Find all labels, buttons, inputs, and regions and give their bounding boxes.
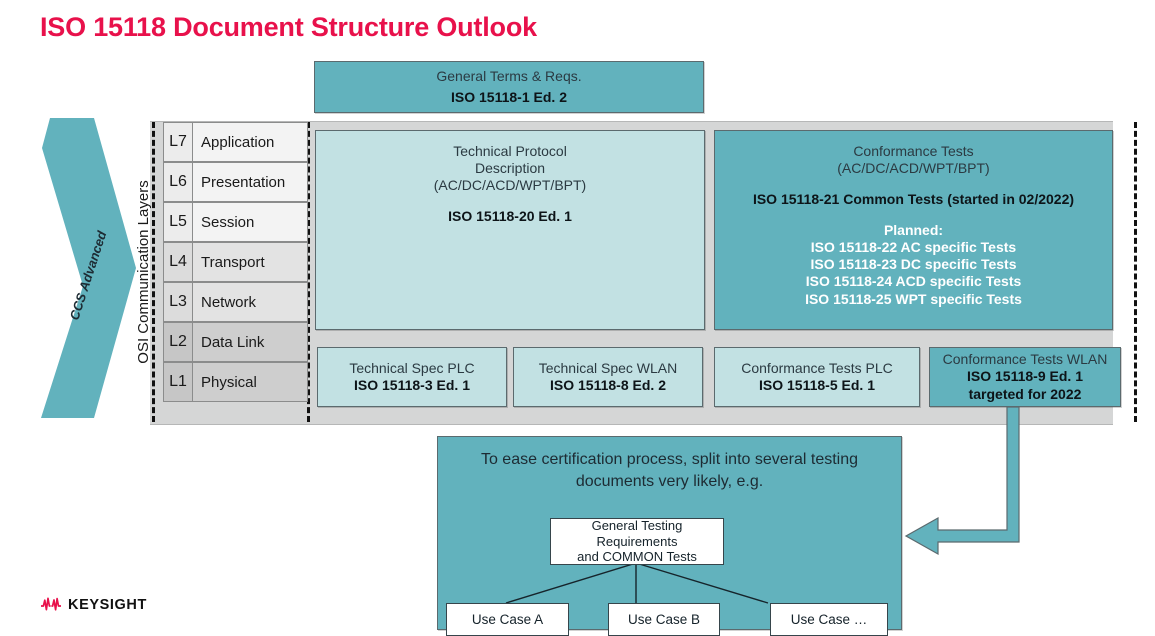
ccs-advanced-chevron: CCS Advanced bbox=[36, 118, 141, 418]
osi-layer-name: Physical bbox=[193, 362, 308, 402]
osi-layer-number: L6 bbox=[163, 162, 193, 202]
bottom-panel-headline-line1: To ease certification process, split int… bbox=[480, 451, 859, 468]
box-conformance-planned-label: Planned: bbox=[883, 222, 944, 239]
box-general-terms-line1: General Terms & Reqs. bbox=[436, 67, 582, 84]
box-conformance-tests: Conformance Tests (AC/DC/ACD/WPT/BPT) IS… bbox=[714, 130, 1113, 330]
box-technical-protocol-description: Technical Protocol Description (AC/DC/AC… bbox=[315, 130, 705, 330]
keysight-waveform-icon bbox=[41, 597, 61, 611]
osi-layer-name: Session bbox=[193, 202, 308, 242]
box-ctwlan-standard: ISO 15118-9 Ed. 1 bbox=[967, 368, 1083, 385]
bottom-certification-panel: To ease certification process, split int… bbox=[437, 436, 902, 636]
osi-layer-row-l1: L1 Physical bbox=[163, 362, 308, 402]
osi-layer-number: L3 bbox=[163, 282, 193, 322]
box-ctplc-line1: Conformance Tests PLC bbox=[741, 359, 893, 376]
box-general-testing-requirements: General Testing Requirements and COMMON … bbox=[550, 518, 724, 565]
box-conformance-line2: (AC/DC/ACD/WPT/BPT) bbox=[837, 160, 990, 177]
osi-layer-row-l7: L7 Application bbox=[163, 122, 308, 162]
box-conformance-planned-item: ISO 15118-22 AC specific Tests bbox=[810, 239, 1017, 256]
box-conformance-common-tests: ISO 15118-21 Common Tests (started in 02… bbox=[752, 191, 1075, 208]
box-use-case-a: Use Case A bbox=[446, 603, 569, 636]
box-tsplc-standard: ISO 15118-3 Ed. 1 bbox=[354, 377, 470, 393]
bottom-panel-headline-line2: documents very likely, e.g. bbox=[575, 472, 764, 490]
box-protocol-standard: ISO 15118-20 Ed. 1 bbox=[448, 208, 572, 225]
box-protocol-line2: Description bbox=[474, 160, 546, 177]
box-conformance-planned-item: ISO 15118-25 WPT specific Tests bbox=[805, 290, 1022, 307]
box-technical-spec-plc: Technical Spec PLC ISO 15118-3 Ed. 1 bbox=[317, 347, 507, 407]
dashed-divider-mid bbox=[307, 122, 310, 422]
osi-layer-row-l4: L4 Transport bbox=[163, 242, 308, 282]
box-tswlan-line1: Technical Spec WLAN bbox=[538, 359, 678, 376]
box-use-case-other: Use Case … bbox=[770, 603, 888, 636]
page-title: ISO 15118 Document Structure Outlook bbox=[40, 12, 537, 42]
osi-layer-name: Data Link bbox=[193, 322, 308, 362]
box-gtr-line1: General Testing Requirements bbox=[591, 518, 683, 549]
osi-layer-stack: L7 Application L6 Presentation L5 Sessio… bbox=[163, 122, 308, 402]
osi-layer-row-l2: L2 Data Link bbox=[163, 322, 308, 362]
box-technical-spec-wlan: Technical Spec WLAN ISO 15118-8 Ed. 2 bbox=[513, 347, 703, 407]
osi-layer-number: L2 bbox=[163, 322, 193, 362]
box-tswlan-standard: ISO 15118-8 Ed. 2 bbox=[550, 377, 666, 393]
osi-layer-number: L5 bbox=[163, 202, 193, 242]
box-tsplc-line1: Technical Spec PLC bbox=[349, 359, 475, 376]
box-ctwlan-line1: Conformance Tests WLAN bbox=[942, 351, 1108, 368]
bottom-panel-headline: To ease certification process, split int… bbox=[452, 449, 887, 492]
osi-layer-name: Application bbox=[193, 122, 308, 162]
box-protocol-line1: Technical Protocol bbox=[453, 143, 567, 159]
osi-layer-name: Transport bbox=[193, 242, 308, 282]
dashed-divider-left bbox=[152, 122, 155, 422]
box-gtr-line2: and COMMON Tests bbox=[577, 549, 697, 565]
box-conformance-planned-item: ISO 15118-24 ACD specific Tests bbox=[805, 273, 1022, 290]
osi-layer-name: Network bbox=[193, 282, 308, 322]
box-conformance-planned-item: ISO 15118-23 DC specific Tests bbox=[810, 256, 1017, 273]
osi-layer-name: Presentation bbox=[193, 162, 308, 202]
box-general-terms-and-reqs: General Terms & Reqs. ISO 15118-1 Ed. 2 bbox=[314, 61, 704, 113]
osi-layer-row-l5: L5 Session bbox=[163, 202, 308, 242]
osi-layer-number: L1 bbox=[163, 362, 193, 402]
box-ctwlan-target: targeted for 2022 bbox=[968, 385, 1082, 402]
keysight-logo: KEYSIGHT bbox=[40, 597, 147, 613]
osi-layer-number: L4 bbox=[163, 242, 193, 282]
box-use-case-b: Use Case B bbox=[608, 603, 720, 636]
osi-layer-row-l6: L6 Presentation bbox=[163, 162, 308, 202]
box-ctplc-standard: ISO 15118-5 Ed. 1 bbox=[759, 377, 875, 393]
box-conformance-tests-plc: Conformance Tests PLC ISO 15118-5 Ed. 1 bbox=[714, 347, 920, 407]
osi-layer-number: L7 bbox=[163, 122, 193, 162]
osi-layer-row-l3: L3 Network bbox=[163, 282, 308, 322]
box-conformance-line1: Conformance Tests bbox=[853, 143, 974, 159]
keysight-wordmark: KEYSIGHT bbox=[68, 597, 147, 613]
box-general-terms-standard: ISO 15118-1 Ed. 2 bbox=[451, 89, 567, 105]
box-protocol-line3: (AC/DC/ACD/WPT/BPT) bbox=[433, 177, 587, 194]
box-conformance-tests-wlan: Conformance Tests WLAN ISO 15118-9 Ed. 1… bbox=[929, 347, 1121, 407]
dashed-divider-right bbox=[1134, 122, 1137, 422]
chevron-shape-icon bbox=[41, 118, 136, 418]
